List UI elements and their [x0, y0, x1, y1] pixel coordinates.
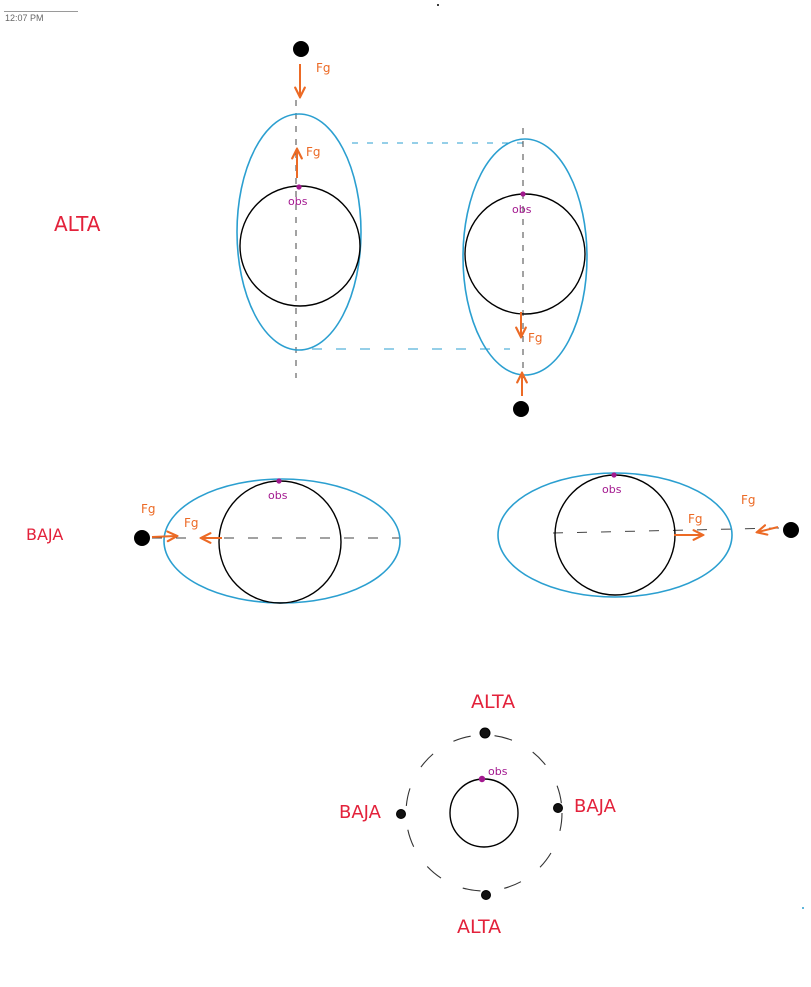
moon-dot — [293, 41, 309, 57]
moon-dot — [134, 530, 150, 546]
observer-dot — [478, 775, 486, 783]
force-label: Fg — [316, 61, 331, 75]
force-label: Fg — [741, 493, 756, 507]
timestamp: 12:07 PM — [5, 13, 44, 23]
alta-figure-left: obs Fg Fg — [236, 41, 362, 378]
label-alta: ALTA — [54, 212, 101, 236]
header-rule — [4, 11, 78, 12]
earth-circle — [449, 778, 519, 848]
force-label: Fg — [141, 502, 156, 516]
observer-dot — [611, 472, 617, 478]
baja-figure-right: obs Fg Fg — [497, 472, 799, 598]
moon-dot — [479, 727, 491, 739]
moon-dot — [513, 401, 529, 417]
force-arrow — [758, 527, 779, 532]
tidal-bulge-ellipse — [236, 113, 362, 351]
note-header: 12:07 PM — [0, 0, 811, 26]
label-baja-right: BAJA — [574, 796, 617, 817]
observer-label: obs — [488, 765, 508, 778]
moon-dot — [553, 803, 563, 813]
observer-dot — [520, 191, 526, 197]
label-alta-bottom: ALTA — [457, 916, 501, 938]
observer-dot — [276, 478, 282, 484]
observer-label: obs — [602, 483, 622, 496]
force-label: Fg — [306, 145, 321, 159]
observer-label: obs — [512, 203, 532, 216]
baja-figure-left: obs Fg Fg — [134, 478, 401, 604]
alta-figure-right: obs Fg — [462, 128, 588, 417]
moon-dot — [396, 809, 406, 819]
force-label: Fg — [688, 512, 703, 526]
observer-dot — [296, 184, 302, 190]
observer-label: obs — [268, 489, 288, 502]
tidal-bulge-ellipse — [462, 138, 588, 376]
stray-dot — [437, 4, 439, 6]
orbit-summary-figure: obs — [396, 727, 563, 900]
force-label: Fg — [184, 516, 199, 530]
orbit-dashed — [405, 734, 563, 892]
observer-label: obs — [288, 195, 308, 208]
moon-dot — [481, 890, 491, 900]
stray-dot — [802, 907, 804, 909]
label-baja-left: BAJA — [339, 802, 382, 823]
label-baja: BAJA — [26, 525, 63, 544]
moon-dot — [783, 522, 799, 538]
label-alta-top: ALTA — [471, 691, 515, 713]
force-arrow — [151, 536, 176, 537]
force-label: Fg — [528, 331, 543, 345]
axis-dashed — [552, 527, 781, 534]
